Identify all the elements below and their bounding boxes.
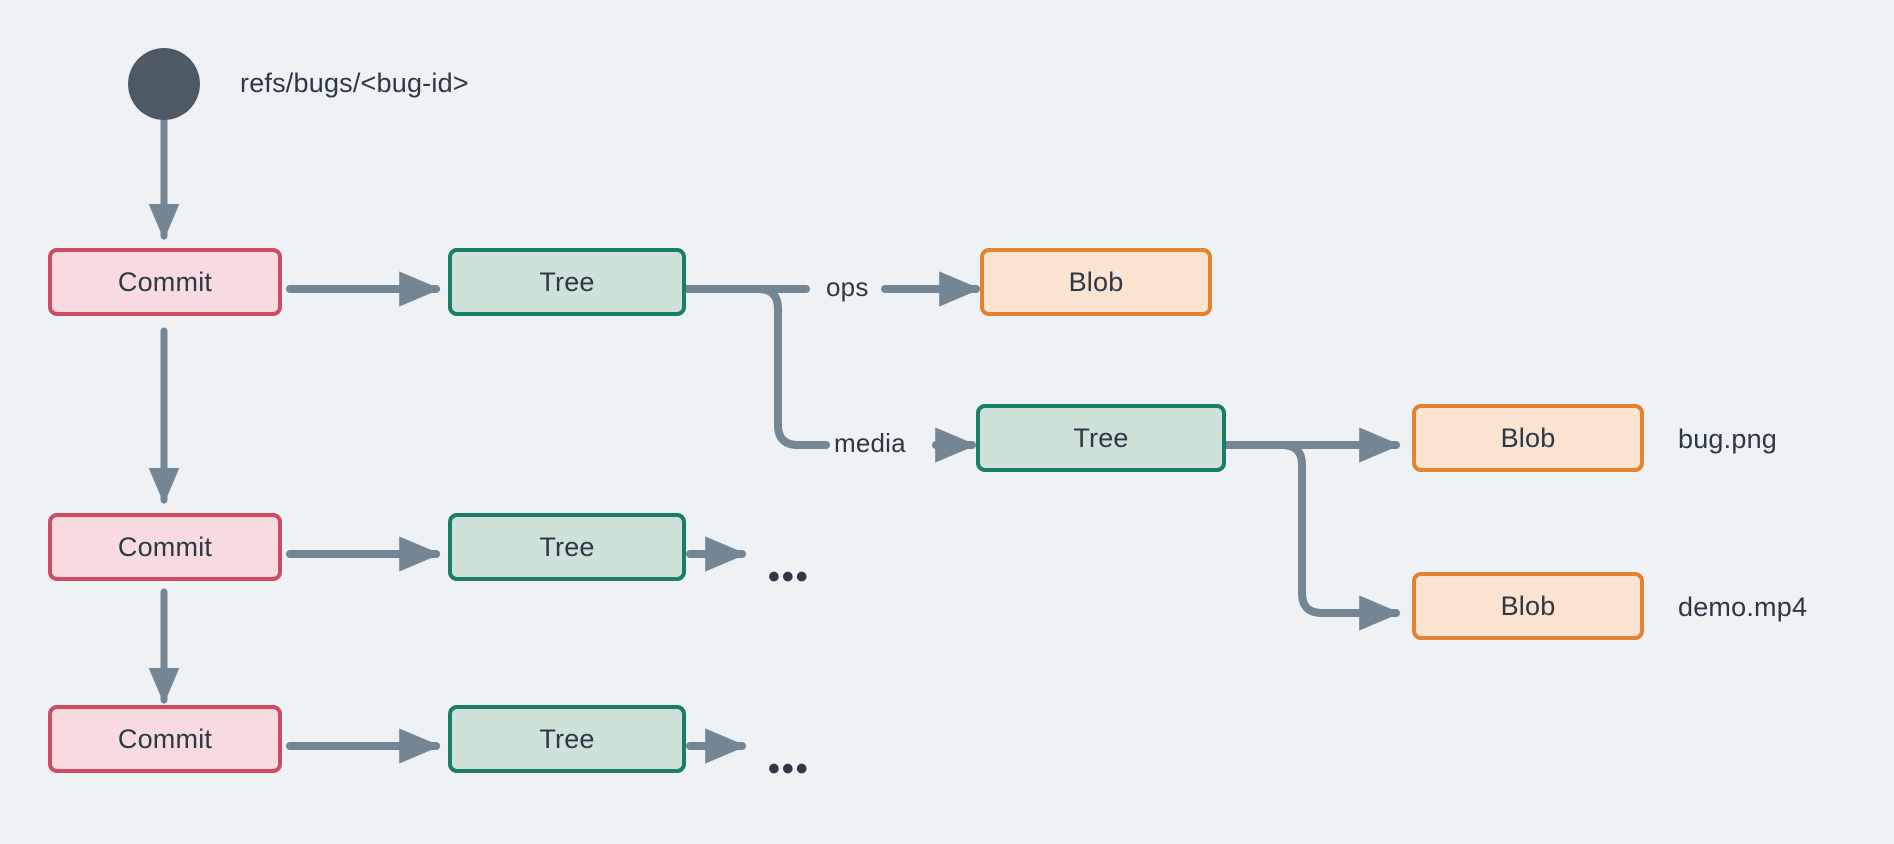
node-tree-3[interactable]: Tree: [448, 705, 686, 773]
edge-label-media: media: [830, 428, 910, 459]
edge-tree-media-to-demo-mp4: [1222, 441, 1401, 631]
ellipsis-tree-3-children: •••: [768, 750, 810, 788]
node-commit-2[interactable]: Commit: [48, 513, 282, 581]
ref-label: refs/bugs/<bug-id>: [240, 68, 469, 98]
node-blob-bug-png[interactable]: Blob: [1412, 404, 1644, 472]
node-tree-1[interactable]: Tree: [448, 248, 686, 316]
edge-tree-1-to-media: [682, 285, 830, 449]
file-label-bug-png: bug.png: [1678, 424, 1777, 454]
ellipsis-tree-2-children: •••: [768, 558, 810, 596]
node-commit-1[interactable]: Commit: [48, 248, 282, 316]
file-label-demo-mp4: demo.mp4: [1678, 592, 1808, 622]
node-blob-demo-mp4[interactable]: Blob: [1412, 572, 1644, 640]
ref-node[interactable]: [128, 48, 200, 120]
node-commit-3[interactable]: Commit: [48, 705, 282, 773]
node-blob-ops[interactable]: Blob: [980, 248, 1212, 316]
node-tree-media[interactable]: Tree: [976, 404, 1226, 472]
edge-label-ops: ops: [822, 272, 873, 303]
node-tree-2[interactable]: Tree: [448, 513, 686, 581]
